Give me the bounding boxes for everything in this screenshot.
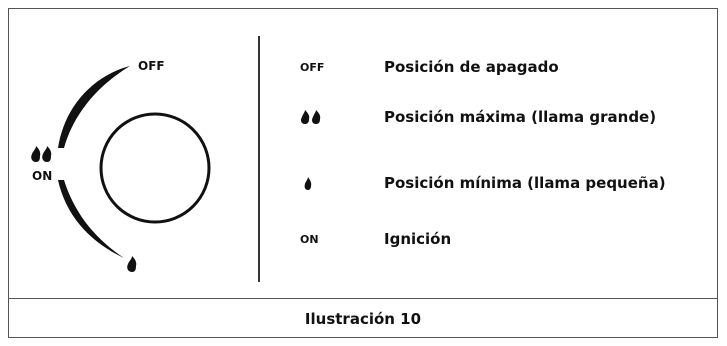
upper-arc (58, 66, 130, 148)
lower-arc (58, 180, 124, 258)
legend-on-symbol-text: ON (300, 232, 319, 246)
legend-text-min: Posición mínima (llama pequeña) (384, 174, 666, 192)
dial-single-flame-icon (127, 256, 137, 272)
legend-symbol-off: OFF (300, 61, 384, 74)
legend-symbol-min (300, 175, 384, 191)
vertical-divider (258, 36, 260, 282)
legend-text-on: Ignición (384, 230, 452, 248)
figure-frame (8, 8, 718, 338)
caption-divider (8, 298, 718, 299)
legend-row-on: ON Ignición (300, 226, 451, 252)
legend-text-off: Posición de apagado (384, 58, 559, 76)
figure-caption: Ilustración 10 (304, 309, 422, 328)
single-flame-icon (304, 177, 312, 190)
dial-on-label: ON (32, 169, 52, 183)
legend-symbol-on: ON (300, 233, 384, 246)
knob-diagram: OFF ON (31, 59, 211, 272)
dial-double-flame-icon (31, 146, 52, 162)
double-flame-icon (301, 110, 321, 124)
dial-off-label: OFF (138, 59, 165, 73)
legend-row-off: OFF Posición de apagado (300, 54, 559, 80)
legend-symbol-max (300, 109, 384, 125)
legend-text-max: Posición máxima (llama grande) (384, 108, 657, 126)
legend-row-min: Posición mínima (llama pequeña) (300, 170, 666, 196)
legend-off-symbol-text: OFF (300, 60, 325, 74)
legend-row-max: Posición máxima (llama grande) (300, 104, 656, 130)
knob-circle (99, 112, 211, 224)
